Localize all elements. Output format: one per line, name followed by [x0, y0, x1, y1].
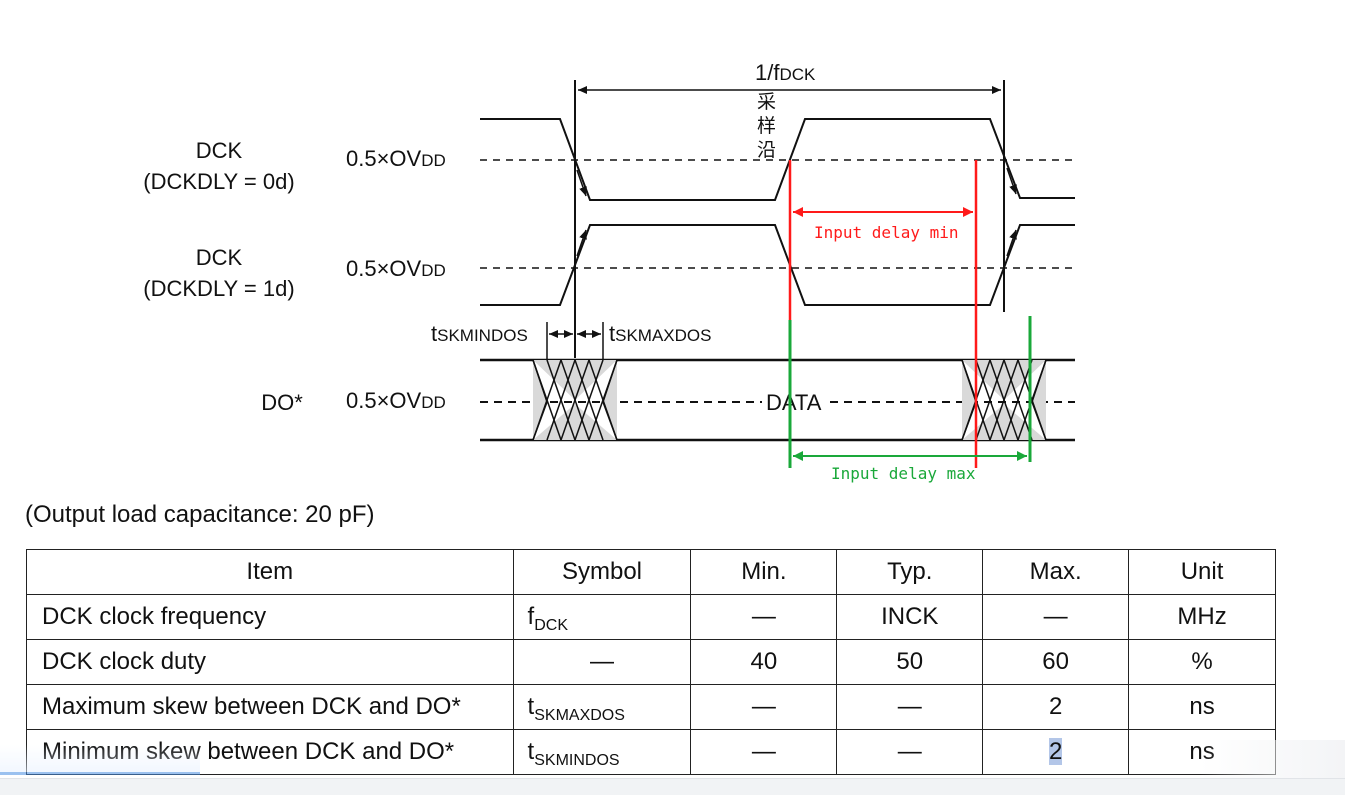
spec-table: Item Symbol Min. Typ. Max. Unit DCK cloc…: [26, 549, 1276, 775]
threshold-do: 0.5×OVDD: [346, 388, 446, 413]
cell-unit: ns: [1128, 684, 1276, 730]
input-delay-min-label: Input delay min: [814, 223, 959, 242]
cell-unit: MHz: [1128, 594, 1276, 640]
period-label: 1/fDCK: [755, 60, 816, 85]
scroll-indicator: [0, 744, 200, 775]
cell-max: 2: [982, 729, 1130, 775]
bottom-scrollbar[interactable]: [0, 778, 1345, 795]
cell-typ: INCK: [836, 594, 984, 640]
cell-min: —: [690, 684, 838, 730]
do-transition-right: [961, 359, 1047, 441]
cell-typ: —: [836, 729, 984, 775]
dck0-label: DCK: [196, 138, 243, 163]
header-max: Max.: [982, 549, 1130, 595]
dck1-label: DCK: [196, 245, 243, 270]
dck1-sublabel: (DCKDLY = 1d): [143, 276, 294, 301]
sample-char-3: 沿: [757, 139, 776, 161]
cell-typ: 50: [836, 639, 984, 685]
tskmin-label: tSKMINDOS: [431, 321, 528, 346]
tskmax-label: tSKMAXDOS: [609, 321, 711, 346]
dck1-rise-arrow-2: [1006, 229, 1017, 257]
sample-char-2: 样: [757, 115, 776, 137]
dck0-fall-arrow: [576, 169, 587, 197]
header-unit: Unit: [1128, 549, 1276, 595]
table-row: DCK clock duty — 40 50 60 %: [26, 639, 1276, 685]
cell-max: —: [982, 594, 1130, 640]
output-load-condition: (Output load capacitance: 20 pF): [25, 501, 375, 528]
bottom-right-fade: [1200, 740, 1345, 780]
timing-diagram: 1/fDCK 采 样 沿 DCK (DCKDLY = 0d) DCK (DCKD…: [143, 60, 1075, 483]
data-label: DATA: [766, 390, 822, 415]
table-row: DCK clock frequency fDCK — INCK — MHz: [26, 594, 1276, 640]
cell-unit: %: [1128, 639, 1276, 685]
table-row: Maximum skew between DCK and DO* tSKMAXD…: [26, 684, 1276, 730]
cell-max: 2: [982, 684, 1130, 730]
threshold-dck1: 0.5×OVDD: [346, 256, 446, 281]
cell-item: DCK clock duty: [26, 639, 514, 685]
cell-min: —: [690, 729, 838, 775]
cell-max: 60: [982, 639, 1130, 685]
dck1-waveform: [480, 224, 1075, 306]
cell-item: DCK clock frequency: [26, 594, 514, 640]
cell-item: Maximum skew between DCK and DO*: [26, 684, 514, 730]
input-delay-max-label: Input delay max: [831, 464, 976, 483]
cell-typ: —: [836, 684, 984, 730]
do-label: DO*: [261, 390, 303, 415]
dck0-waveform: [480, 118, 1075, 201]
cell-symbol: —: [512, 639, 692, 685]
header-item: Item: [26, 549, 514, 595]
dck0-sublabel: (DCKDLY = 0d): [143, 169, 294, 194]
sample-char-1: 采: [757, 91, 776, 113]
dck0-fall-arrow-2: [1006, 167, 1017, 195]
cell-symbol: fDCK: [512, 594, 692, 640]
cell-min: —: [690, 594, 838, 640]
header-typ: Typ.: [836, 549, 984, 595]
header-symbol: Symbol: [512, 549, 692, 595]
data-label-bg: [762, 388, 830, 414]
table-header-row: Item Symbol Min. Typ. Max. Unit: [26, 549, 1276, 595]
cell-min: 40: [690, 639, 838, 685]
table-row: Minimum skew between DCK and DO* tSKMIND…: [26, 729, 1276, 775]
threshold-dck0: 0.5×OVDD: [346, 146, 446, 171]
selected-text-highlight[interactable]: 2: [1048, 738, 1063, 765]
dck1-rise-arrow: [576, 229, 587, 257]
header-min: Min.: [690, 549, 838, 595]
do-transition-left: [532, 359, 618, 441]
cell-symbol: tSKMAXDOS: [512, 684, 692, 730]
cell-symbol: tSKMINDOS: [512, 729, 692, 775]
